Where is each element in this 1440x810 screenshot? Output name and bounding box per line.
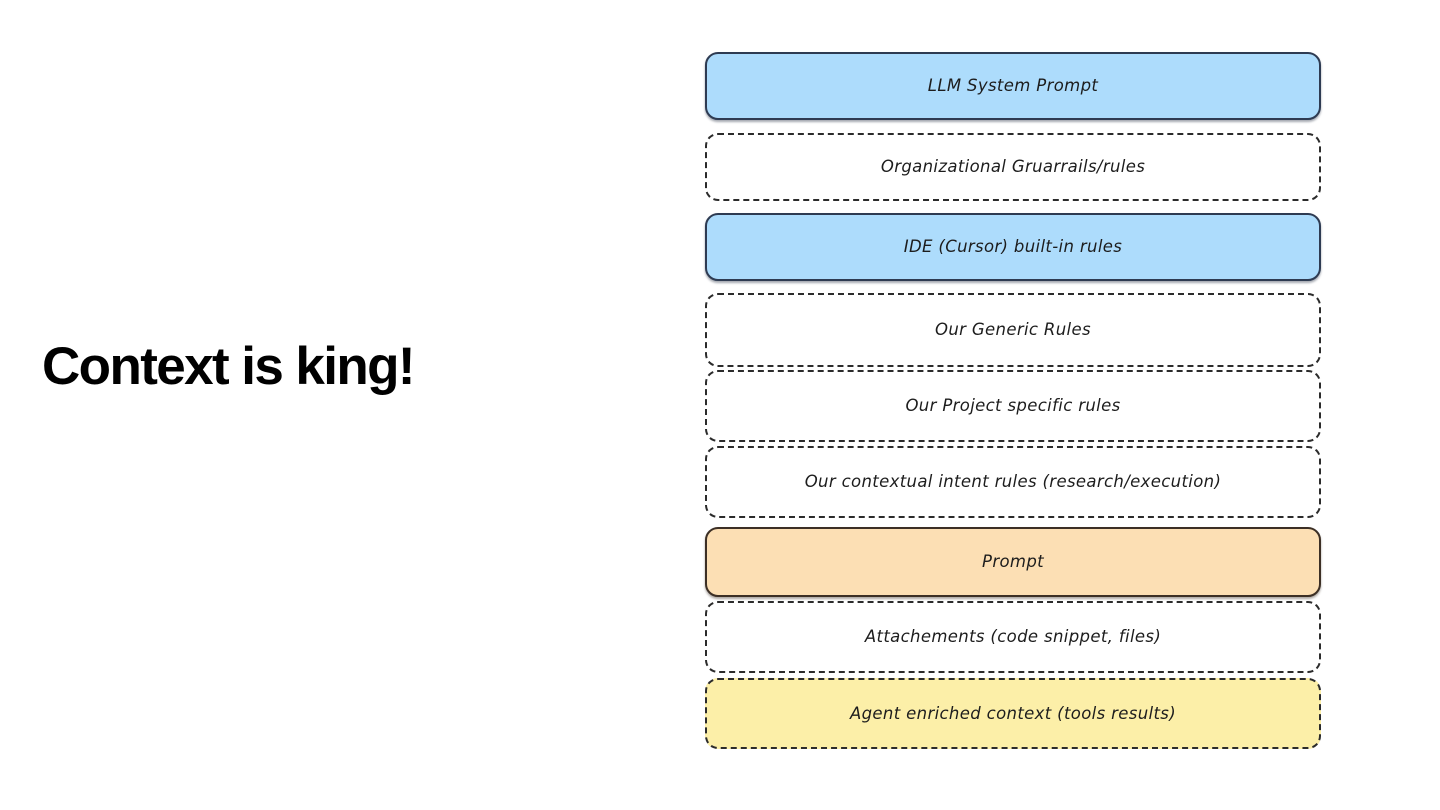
- context-layer-label: Agent enriched context (tools results): [849, 703, 1177, 723]
- context-layer-label: Attachements (code snippet, files): [864, 627, 1162, 646]
- context-layer-label: LLM System Prompt: [927, 76, 1099, 95]
- context-layer-box[interactable]: Agent enriched context (tools results): [705, 678, 1321, 749]
- context-layer-box[interactable]: IDE (Cursor) built-in rules: [705, 213, 1321, 281]
- context-layer-label: IDE (Cursor) built-in rules: [903, 237, 1123, 256]
- context-layer-label: Prompt: [982, 552, 1044, 571]
- context-layer-box[interactable]: Our contextual intent rules (research/ex…: [705, 446, 1321, 518]
- context-layer-box[interactable]: LLM System Prompt: [705, 52, 1321, 120]
- context-layer-box[interactable]: Our Generic Rules: [705, 293, 1321, 367]
- page-title: Context is king!: [42, 337, 416, 396]
- context-layer-label: Our Project specific rules: [905, 396, 1121, 415]
- context-layer-box[interactable]: Attachements (code snippet, files): [705, 601, 1321, 673]
- context-layer-box[interactable]: Organizational Gruarrails/rules: [705, 133, 1321, 201]
- context-layer-box[interactable]: Prompt: [705, 527, 1321, 597]
- headline-area: Context is king!: [0, 0, 690, 810]
- context-layer-box[interactable]: Our Project specific rules: [705, 370, 1321, 442]
- context-layer-label: Our Generic Rules: [935, 320, 1091, 339]
- context-layer-label: Our contextual intent rules (research/ex…: [804, 472, 1222, 491]
- context-layer-label: Organizational Gruarrails/rules: [880, 157, 1146, 176]
